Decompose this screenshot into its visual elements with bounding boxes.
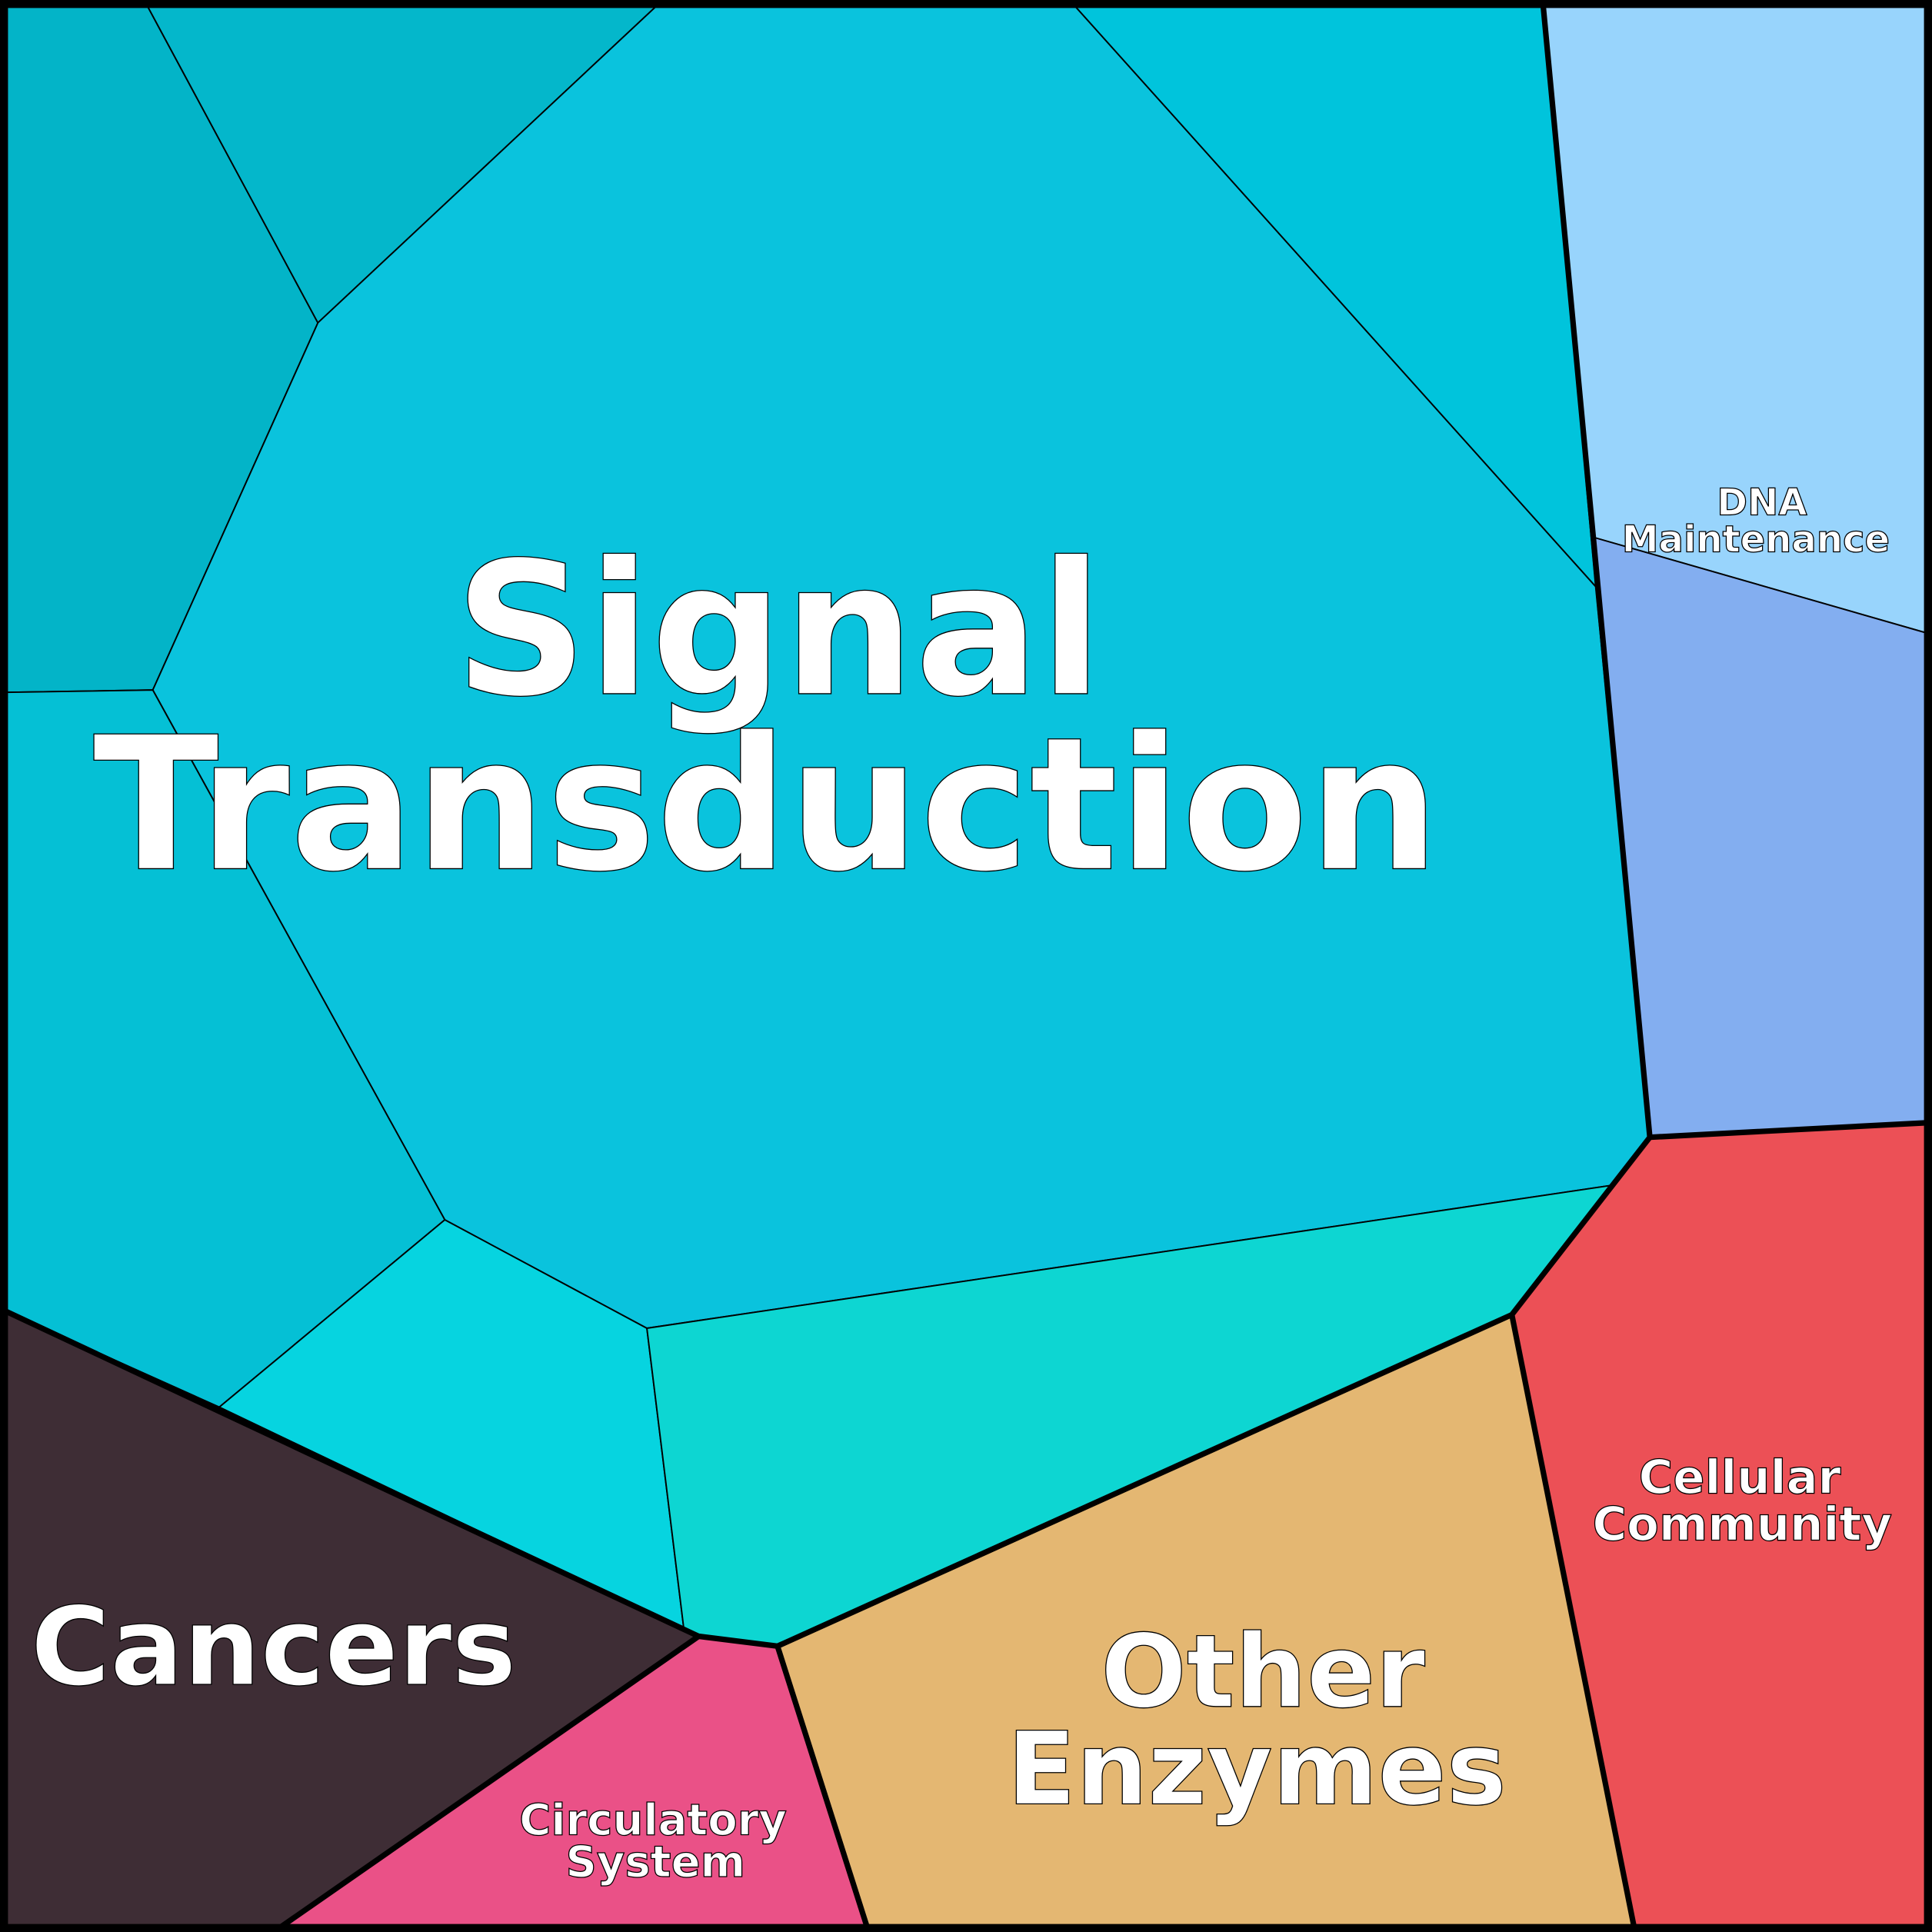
label-maintenance: Maintenance — [1622, 518, 1890, 561]
label-cancers: Cancers — [31, 1584, 517, 1710]
group-border-signal — [0, 0, 1650, 1646]
label-community: Community — [1592, 1497, 1892, 1552]
group-border-dna — [1649, 1119, 1932, 1141]
label-system: System — [566, 1837, 746, 1887]
group-border-enzymes — [1509, 1314, 1638, 1932]
label-dna: DNA — [1717, 481, 1807, 525]
label-signal: Signal — [455, 522, 1103, 738]
label-other: Other — [1101, 1613, 1425, 1730]
label-enzymes: Enzymes — [1007, 1710, 1507, 1827]
group-border-circulatory-right — [774, 1645, 871, 1932]
label-circulatory: Circulatory — [519, 1795, 787, 1845]
label-cellular: Cellular — [1639, 1451, 1841, 1505]
label-transduction: Transduction — [93, 697, 1440, 912]
group-border-circulatory — [271, 1634, 701, 1932]
